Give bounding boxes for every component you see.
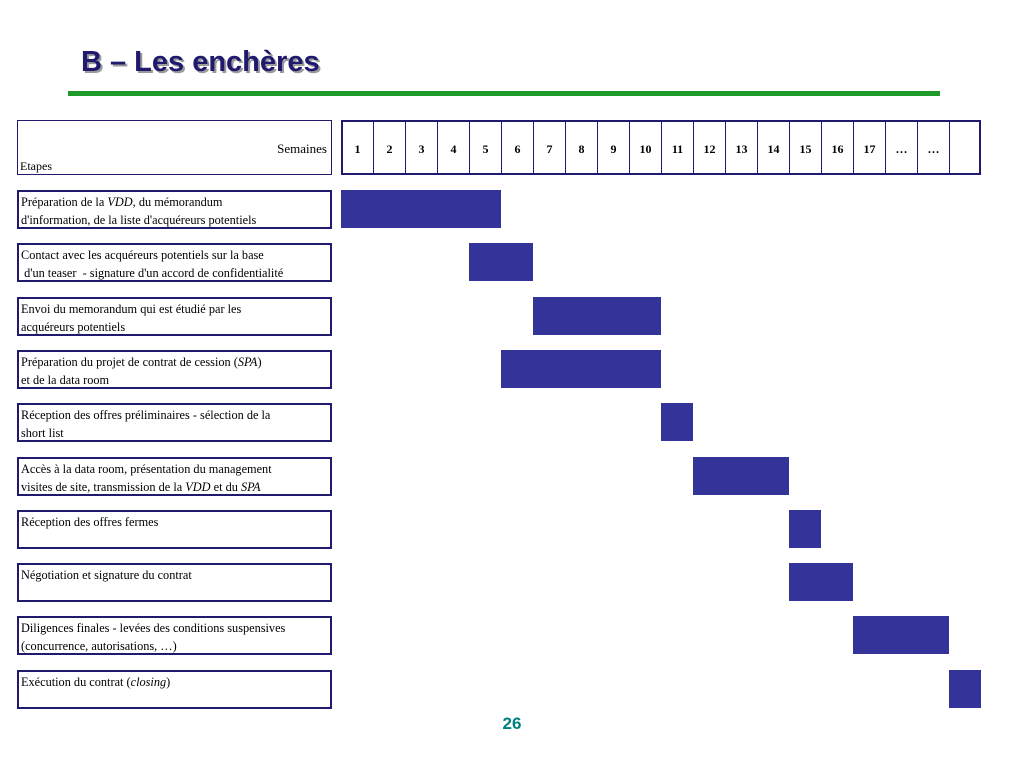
week-tick-label: …: [918, 122, 950, 173]
gantt-bar: [501, 350, 661, 388]
week-tick-label: 10: [630, 122, 662, 173]
step-label-line: Préparation du projet de contrat de cess…: [21, 355, 262, 369]
step-label-line: Envoi du memorandum qui est étudié par l…: [21, 302, 242, 316]
step-label: Négotiation et signature du contrat: [17, 563, 332, 602]
step-label-line: et de la data room: [21, 372, 110, 387]
week-tick-label: 8: [566, 122, 598, 173]
week-tick-label: 4: [438, 122, 470, 173]
week-tick-label: 5: [470, 122, 502, 173]
gantt-bar: [341, 190, 501, 228]
page-number: 26: [502, 714, 522, 733]
step-label: Exécution du contrat (closing): [17, 670, 332, 709]
page-title: B – Les enchères: [81, 46, 320, 78]
week-tick-label: 14: [758, 122, 790, 173]
gantt-bar: [949, 670, 981, 708]
week-tick-label: 11: [662, 122, 694, 173]
week-tick-label: 9: [598, 122, 630, 173]
gantt-bar: [789, 563, 853, 601]
week-tick-label: 15: [790, 122, 822, 173]
week-tick-label: 13: [726, 122, 758, 173]
step-label-italic: closing: [130, 675, 167, 689]
gantt-bar: [469, 243, 533, 281]
gantt-bar: [853, 616, 949, 654]
step-label-italic: SPA: [240, 479, 261, 494]
gantt-bar: [789, 510, 821, 548]
weeks-header-label: Semaines: [277, 141, 327, 156]
step-label-line: short list: [21, 425, 64, 440]
week-tick-label: 7: [534, 122, 566, 173]
step-label: Envoi du memorandum qui est étudié par l…: [17, 297, 332, 336]
week-tick-label: [950, 122, 982, 173]
step-label-line: Accès à la data room, présentation du ma…: [21, 462, 272, 476]
step-label: Contact avec les acquéreurs potentiels s…: [17, 243, 332, 282]
step-label-line: Contact avec les acquéreurs potentiels s…: [21, 248, 264, 262]
step-label-line: (concurrence, autorisations, …): [21, 638, 177, 653]
step-label: Préparation du projet de contrat de cess…: [17, 350, 332, 389]
step-label-line: Préparation de la VDD, du mémorandum: [21, 195, 223, 209]
week-tick-label: 17: [854, 122, 886, 173]
week-tick-label: 3: [406, 122, 438, 173]
steps-header-cell: Semaines Etapes: [17, 120, 332, 175]
step-label-line: Diligences finales - levées des conditio…: [21, 621, 286, 635]
step-label-line: d'un teaser - signature d'un accord de c…: [21, 265, 284, 280]
step-label: Diligences finales - levées des conditio…: [17, 616, 332, 655]
step-label-italic: SPA: [237, 355, 258, 369]
gantt-bar: [533, 297, 661, 335]
step-label-line: visites de site, transmission de la VDD …: [21, 479, 261, 494]
step-label: Réception des offres fermes: [17, 510, 332, 549]
week-tick-label: 16: [822, 122, 854, 173]
step-label-italic: VDD: [107, 195, 133, 209]
step-label: Accès à la data room, présentation du ma…: [17, 457, 332, 496]
week-tick-label: 1: [342, 122, 374, 173]
gantt-bar: [693, 457, 789, 495]
week-tick-label: 6: [502, 122, 534, 173]
step-label-italic: VDD: [185, 479, 211, 494]
step-label-line: acquéreurs potentiels: [21, 319, 126, 334]
step-label: Réception des offres préliminaires - sél…: [17, 403, 332, 442]
step-label-line: d'information, de la liste d'acquéreurs …: [21, 212, 257, 227]
steps-header-label: Etapes: [20, 159, 52, 173]
week-tick-label: 2: [374, 122, 406, 173]
week-tick-label: …: [886, 122, 918, 173]
title-underline: [68, 91, 940, 96]
step-label-line: Exécution du contrat (closing): [21, 675, 171, 689]
gantt-bar: [661, 403, 693, 441]
step-label-line: Réception des offres fermes: [21, 515, 159, 529]
step-label-line: Négotiation et signature du contrat: [21, 568, 192, 582]
week-tick-label: 12: [694, 122, 726, 173]
step-label: Préparation de la VDD, du mémorandum d'in…: [17, 190, 332, 229]
step-label-line: Réception des offres préliminaires - sél…: [21, 408, 271, 422]
